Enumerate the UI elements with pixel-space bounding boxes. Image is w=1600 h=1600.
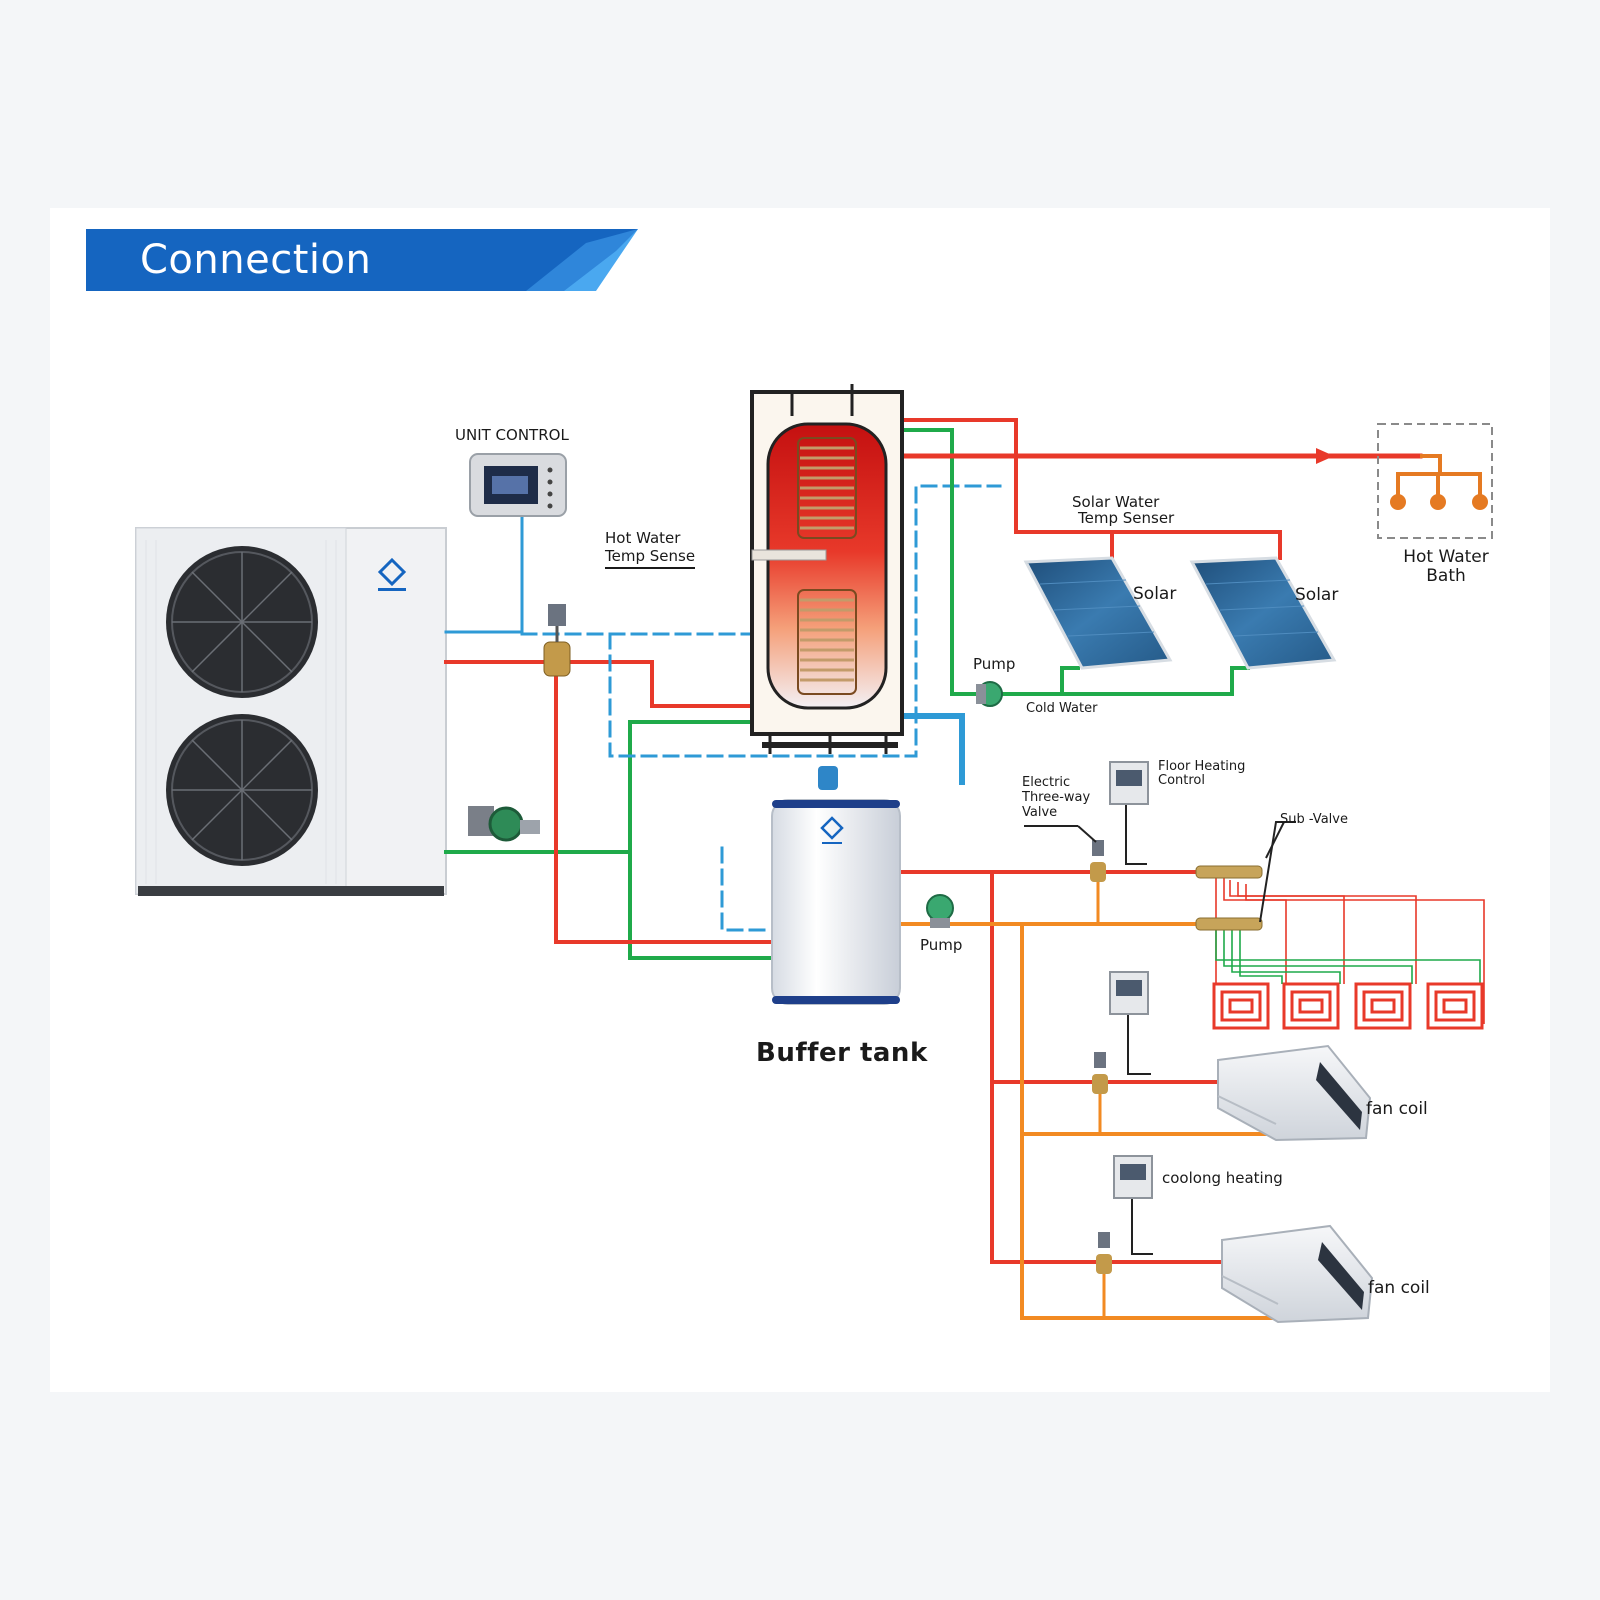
- sub-valve-label: Sub -Valve: [1280, 812, 1348, 827]
- zone-valve-fancoil-1: [1092, 1052, 1108, 1094]
- floor-heating-thermostat: [1109, 761, 1149, 805]
- banner-shape: [86, 229, 638, 291]
- buffer-tank: [771, 766, 901, 1005]
- solar-panel-1: [1023, 556, 1173, 670]
- fan-coil-unit-2: [1221, 1224, 1374, 1324]
- solar-water-temp-senser-label: Solar Water Temp Senser: [1072, 493, 1175, 527]
- coolong-heating-label: coolong heating: [1162, 1169, 1283, 1187]
- brand-logo-icon: [820, 816, 844, 844]
- solar-pump-label: Pump: [973, 655, 1016, 673]
- fan-coil-unit-1: [1217, 1044, 1372, 1142]
- cold-water-label: Cold Water: [1026, 701, 1098, 716]
- brand-logo-icon: [377, 557, 407, 591]
- piping: [444, 418, 1423, 1320]
- buffer-pump-label: Pump: [920, 936, 963, 954]
- fancoil-thermostat-2: [1113, 1155, 1153, 1199]
- unit-control-panel: [469, 453, 567, 517]
- banner-title: Connection: [140, 237, 372, 283]
- hot-water-bath-label: Hot Water Bath: [1403, 547, 1489, 586]
- circulation-pump-main: [468, 806, 540, 842]
- unit-control-label: UNIT CONTROL: [455, 426, 569, 444]
- three-way-valve-main: [543, 604, 571, 677]
- zone-valve-fancoil-2: [1096, 1232, 1112, 1274]
- solar-label-2: Solar: [1295, 585, 1339, 605]
- section-banner: Connection: [86, 229, 638, 291]
- solar-panel-2: [1189, 556, 1337, 670]
- zone-valve-floor: [1024, 825, 1106, 882]
- heat-pump-unit: [135, 527, 447, 896]
- hot-water-temp-sense-label: Hot Water Temp Sense: [605, 529, 696, 569]
- sub-valve-manifold: [1195, 821, 1296, 931]
- buffer-pump: [926, 894, 954, 928]
- floor-coils: [1212, 982, 1484, 1030]
- floor-heating-control-label: Floor Heating Control: [1158, 759, 1246, 788]
- solar-label-1: Solar: [1133, 584, 1177, 604]
- electric-three-way-valve-label: Electric Three-way Valve: [1022, 775, 1091, 820]
- shower-head-icon: [1390, 494, 1488, 510]
- fan-coil-label-2: fan coil: [1368, 1278, 1430, 1298]
- fancoil-thermostat-1: [1109, 971, 1149, 1015]
- hot-water-bath: [1377, 423, 1493, 539]
- solar-pump: [976, 681, 1003, 707]
- buffer-tank-label: Buffer tank: [756, 1038, 928, 1068]
- floor-heating-returns: [1215, 930, 1481, 984]
- fan-coil-label-1: fan coil: [1366, 1099, 1428, 1119]
- hot-water-tank: [750, 384, 904, 754]
